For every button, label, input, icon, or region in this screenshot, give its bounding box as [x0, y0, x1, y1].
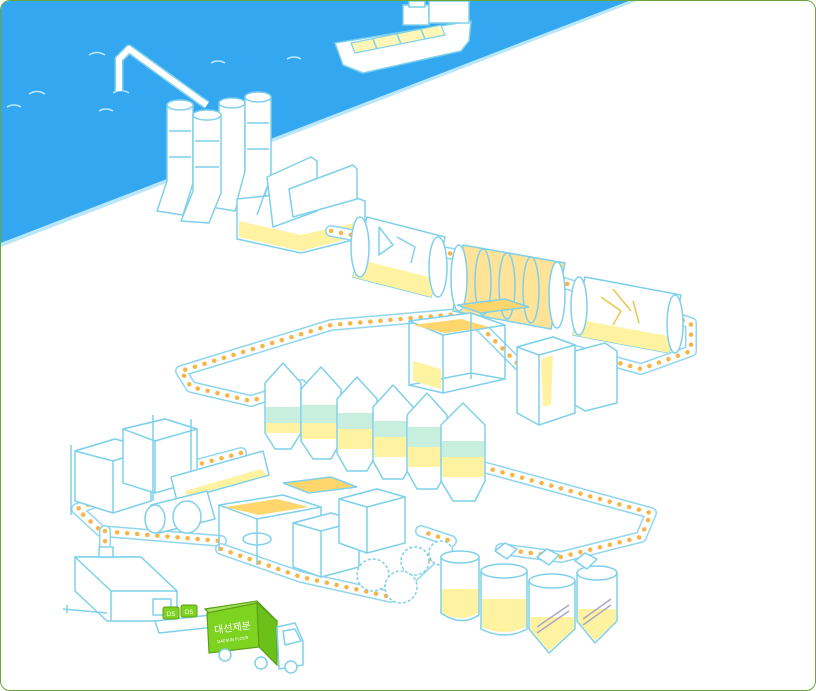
cargo-ship — [334, 1, 472, 74]
tank-3 — [528, 573, 576, 654]
intake-silos — [156, 91, 272, 224]
sack-label: DS — [185, 609, 194, 616]
silo-1 — [264, 362, 302, 450]
tank-1 — [440, 550, 480, 622]
packer-machine — [62, 546, 178, 622]
flour-sack-2: DS — [180, 604, 198, 618]
truck-label-korean: 대선제분 — [214, 620, 252, 637]
rotary-cylinders — [350, 216, 684, 354]
tank-4 — [576, 565, 618, 644]
silo-2 — [300, 366, 342, 460]
unloading-crane — [114, 44, 210, 109]
silo-6 — [440, 402, 486, 502]
flour-bags-upper — [516, 336, 618, 426]
tank-2 — [480, 563, 528, 636]
truck-label-english: DAESUN FLOUR — [217, 635, 249, 644]
packing-towers — [70, 415, 198, 515]
sea — [1, 1, 637, 247]
roller-conveyor — [144, 450, 270, 534]
sifter-lower — [218, 476, 358, 565]
cleaning-tank — [236, 156, 366, 254]
storage-silos — [264, 362, 486, 502]
silo-4 — [372, 384, 414, 480]
flour-sack-1: DS — [162, 606, 180, 620]
mixing-bins — [292, 488, 406, 578]
delivery-truck: 대선제분 DAESUN FLOUR — [203, 600, 304, 674]
sifter-upper — [408, 298, 530, 394]
sack-label: DS — [167, 611, 176, 618]
silo-5 — [406, 392, 448, 490]
final-tanks — [440, 542, 618, 654]
silo-3 — [336, 376, 378, 472]
